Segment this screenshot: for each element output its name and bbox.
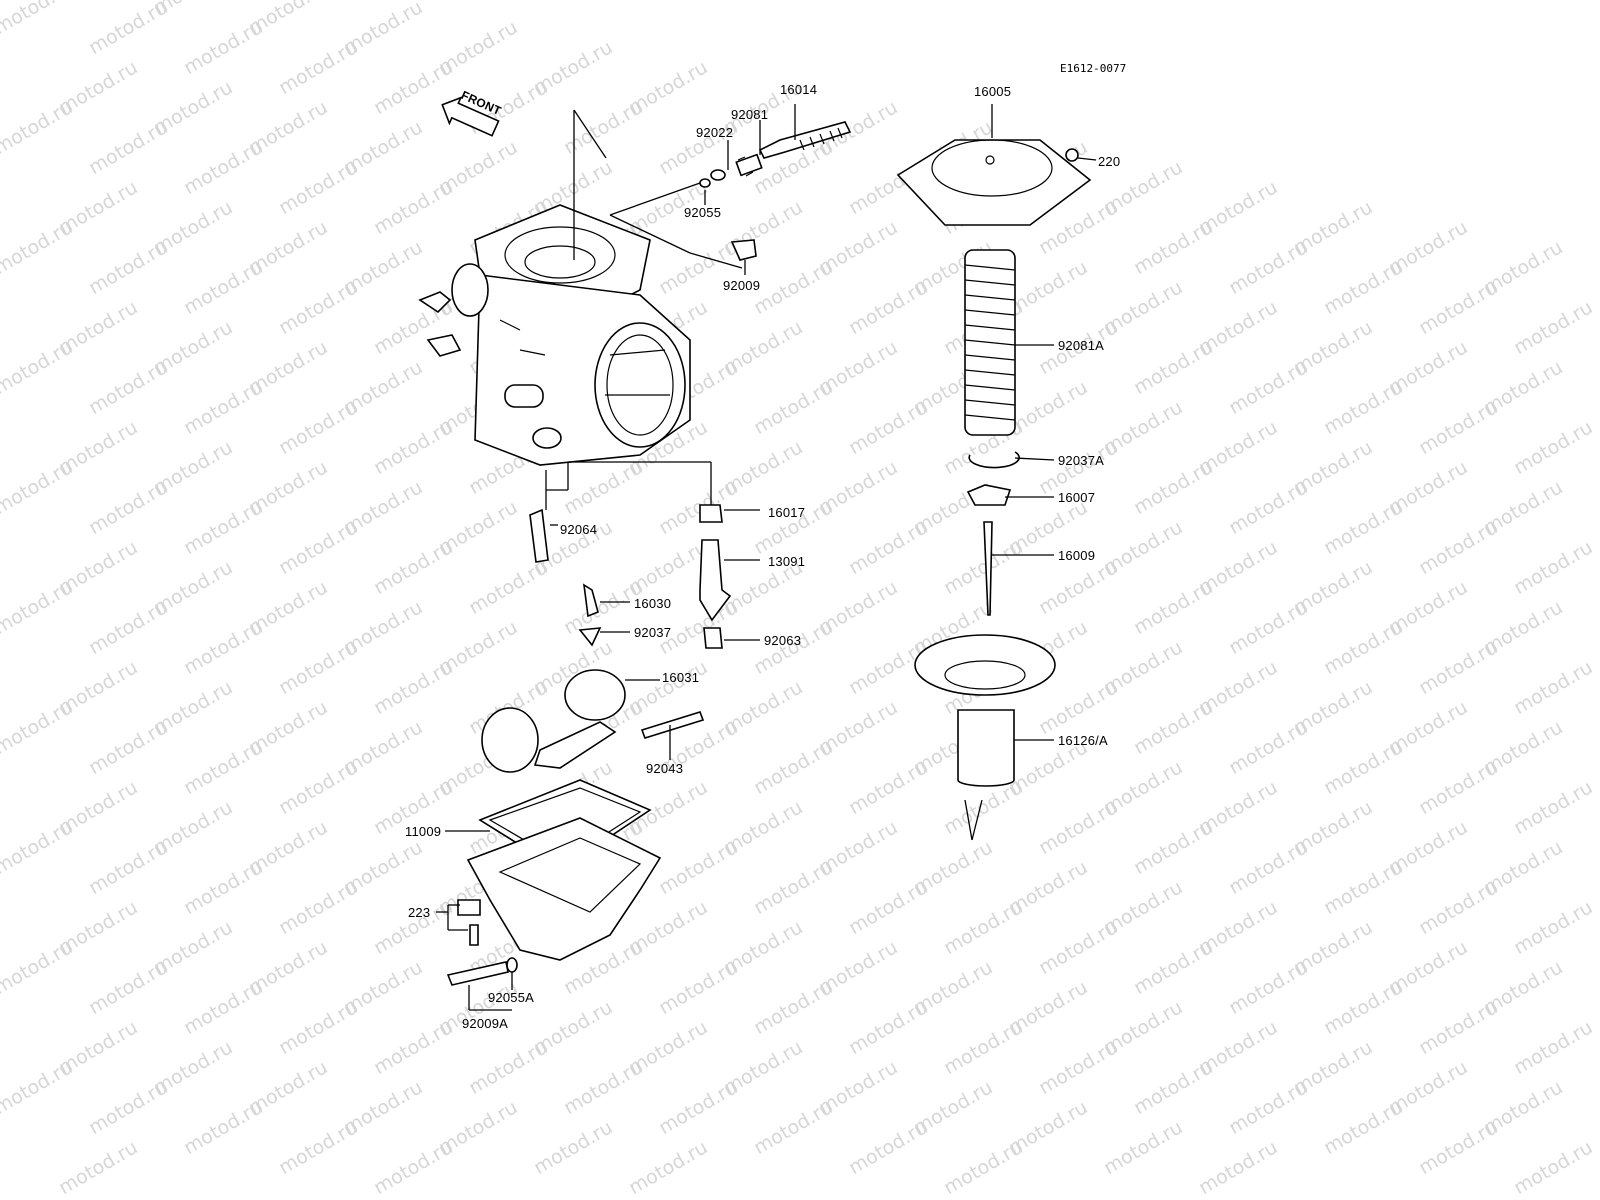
pilot-screw-assembly [609, 104, 852, 275]
part-label-92009A: 92009A [462, 1016, 509, 1031]
part-label-16007: 16007 [1058, 490, 1096, 505]
part-label-13091: 13091 [768, 554, 806, 569]
part-label-92055A: 92055A [488, 990, 535, 1005]
vacuum-piston-assembly [896, 104, 1097, 841]
carburetor-body [418, 109, 691, 466]
part-label-16030: 16030 [634, 596, 672, 611]
part-label-92037A: 92037A [1058, 453, 1105, 468]
part-label-92064: 92064 [560, 522, 598, 537]
float-assembly [481, 669, 705, 773]
part-label-92022: 92022 [696, 125, 734, 140]
part-label-16014: 16014 [780, 82, 818, 97]
part-label-92009: 92009 [723, 278, 761, 293]
front-arrow-icon [441, 96, 500, 137]
part-label-16009: 16009 [1058, 548, 1096, 563]
part-label-92081A: 92081A [1058, 338, 1105, 353]
part-label-92043: 92043 [646, 761, 684, 776]
part-label-11009: 11009 [405, 824, 442, 839]
part-label-92055: 92055 [684, 205, 722, 220]
part-label-220: 220 [1098, 154, 1121, 169]
part-label-92081: 92081 [731, 107, 769, 122]
part-label-16017: 16017 [768, 505, 806, 520]
jet-group [529, 461, 760, 649]
float-bowl [436, 779, 662, 1011]
figure-code: E1612-0077 [1060, 62, 1127, 75]
part-label-92063: 92063 [764, 633, 802, 648]
part-label-16126A: 16126/A [1058, 733, 1108, 748]
part-label-223: 223 [408, 905, 431, 920]
part-label-16005: 16005 [974, 84, 1012, 99]
part-label-92037: 92037 [634, 625, 672, 640]
part-label-16031: 16031 [662, 670, 700, 685]
